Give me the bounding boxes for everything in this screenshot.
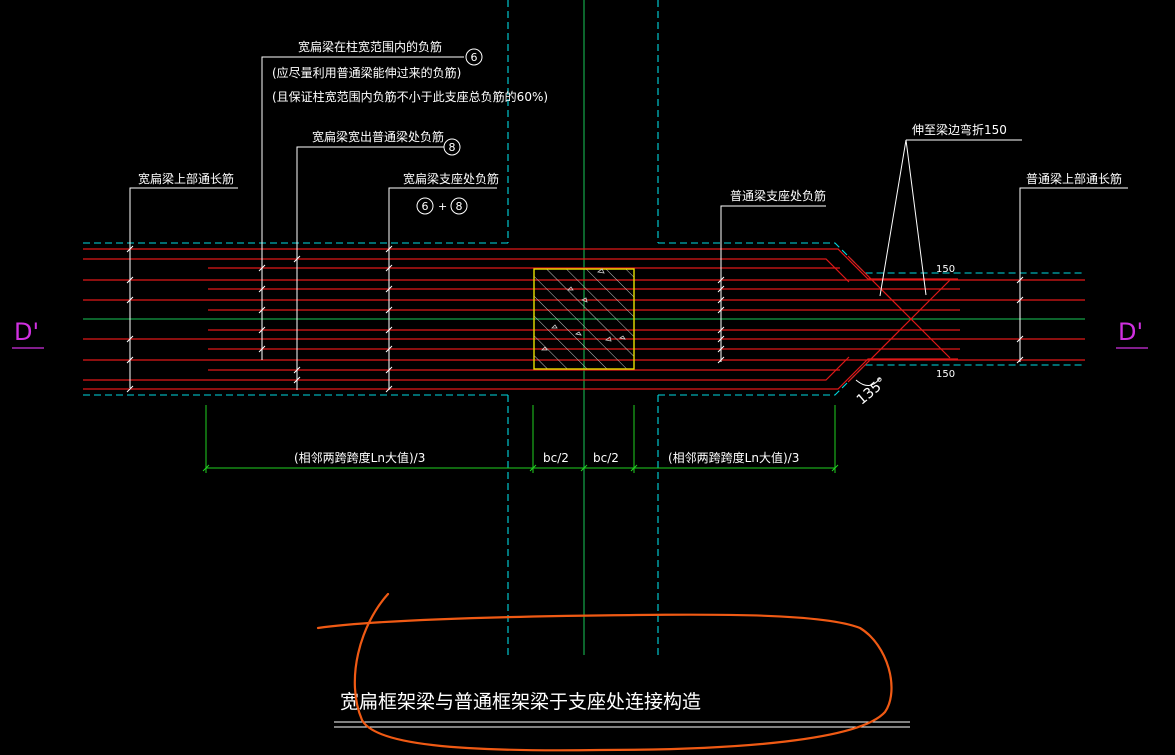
- rebar-top-outer: [83, 248, 958, 280]
- tag-8-combo: 8: [456, 200, 463, 213]
- markup-circle: [316, 592, 893, 752]
- title-underline: [334, 721, 910, 728]
- label-wide-beam-in-column-note1: (应尽量利用普通梁能伸过来的负筋): [272, 65, 461, 80]
- section-marks: D' D': [14, 318, 1143, 346]
- rebar-bottom-2: [83, 356, 850, 381]
- leader-ticks: [126, 245, 1024, 393]
- section-mark-left: D': [14, 318, 39, 346]
- tags: [416, 48, 483, 215]
- annotations: 宽扁梁在柱宽范围内的负筋 (应尽量利用普通梁能伸过来的负筋) (且保证柱宽范围内…: [138, 39, 1122, 408]
- rebar-top-2: [83, 258, 850, 283]
- label-wide-beam-support: 宽扁梁支座处负筋: [403, 171, 499, 186]
- section-mark-right: D': [1118, 318, 1143, 346]
- tag-circle-8: [443, 138, 461, 156]
- rebar-cross-a: [847, 255, 951, 359]
- tag-circle-8-combo: [450, 197, 468, 215]
- label-150-bottom: 150: [936, 369, 955, 380]
- label-wide-beam-top-through: 宽扁梁上部通长筋: [138, 171, 234, 186]
- tag-6-combo: 6: [422, 200, 429, 213]
- drawing-title: 宽扁框架梁与普通框架梁于支座处连接构造: [340, 691, 701, 713]
- label-normal-beam-support: 普通梁支座处负筋: [730, 188, 826, 203]
- tag-circle-6-combo: [416, 197, 434, 215]
- label-extend-bend: 伸至梁边弯折150: [912, 122, 1007, 137]
- dimension-lines: [202, 405, 839, 473]
- angle-arc: [855, 377, 881, 386]
- dim-half-bc-right: bc/2: [593, 451, 619, 465]
- leaders: [129, 56, 1128, 390]
- rebar-cross-b: [847, 279, 951, 383]
- column-section: [533, 268, 635, 370]
- dim-right-span: (相邻两跨跨度Ln大值)/3: [668, 450, 799, 465]
- tag-6-top: 6: [471, 51, 478, 64]
- label-wide-beam-in-column: 宽扁梁在柱宽范围内的负筋: [298, 39, 442, 54]
- label-normal-beam-top-through: 普通梁上部通长筋: [1026, 171, 1122, 186]
- tag-circle-6-top: [465, 48, 483, 66]
- label-wide-beam-in-column-note2: (且保证柱宽范围内负筋不小于此支座总负筋的60%): [272, 89, 548, 104]
- label-wide-beam-beyond: 宽扁梁宽出普通梁处负筋: [312, 129, 444, 144]
- label-150-top: 150: [936, 264, 955, 275]
- dim-half-bc-left: bc/2: [543, 451, 569, 465]
- dimension-texts: (相邻两跨跨度Ln大值)/3 bc/2 bc/2 (相邻两跨跨度Ln大值)/3: [294, 450, 799, 465]
- rebar-bottom-outer: [83, 358, 958, 390]
- dim-left-span: (相邻两跨跨度Ln大值)/3: [294, 450, 425, 465]
- label-angle: 135°: [854, 374, 890, 408]
- label-plus: +: [438, 200, 447, 213]
- tag-8: 8: [449, 141, 456, 154]
